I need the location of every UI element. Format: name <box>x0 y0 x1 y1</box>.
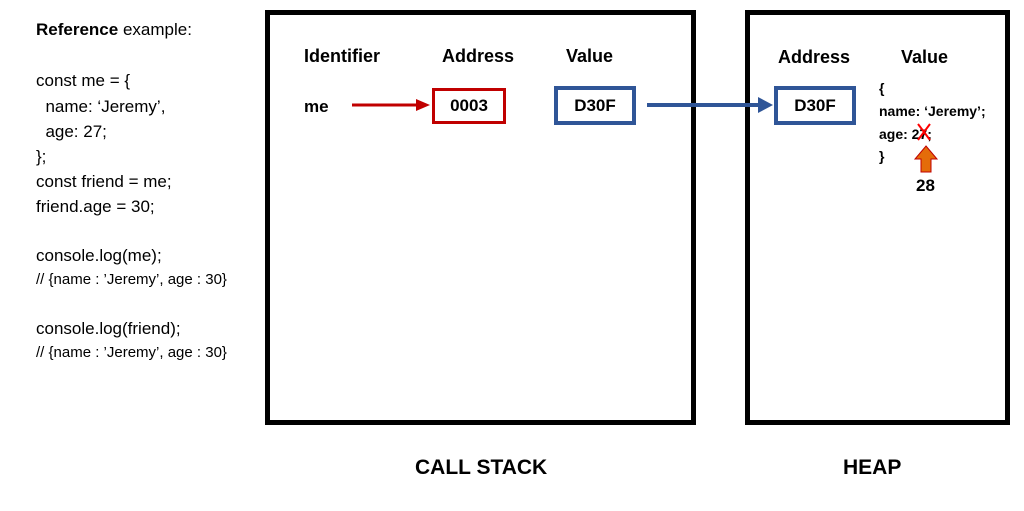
call-stack-panel <box>265 10 696 425</box>
up-arrow-icon <box>913 145 939 173</box>
console-log-friend-comment: // {name : ’Jeremy’, age : 30} <box>36 344 227 361</box>
stack-value-box: D30F <box>554 86 636 125</box>
stack-to-heap-arrow <box>647 97 773 113</box>
code-line: friend.age = 30; <box>36 197 155 216</box>
new-age-value: 28 <box>916 176 935 195</box>
code-line: const me = { <box>36 71 131 90</box>
strike-x-icon <box>917 123 931 141</box>
stack-address-box: 0003 <box>432 88 506 124</box>
reference-heading: Reference example: <box>36 20 192 39</box>
identifier-me: me <box>304 97 329 116</box>
code-line: age: 27; <box>36 122 107 141</box>
heap-value-header: Value <box>901 47 949 67</box>
heap-address-box: D30F <box>774 86 856 125</box>
heap-object-close: } <box>879 148 885 164</box>
heap-panel <box>745 10 1010 425</box>
console-log-me: console.log(me); <box>36 246 162 265</box>
call-stack-label: CALL STACK <box>415 456 548 479</box>
heap-label: HEAP <box>843 456 902 479</box>
heap-object-open: { <box>879 80 885 96</box>
heap-object-name: name: ‘Jeremy’; <box>879 103 986 119</box>
identifier-header: Identifier <box>304 46 381 66</box>
address-header: Address <box>442 46 515 66</box>
value-header: Value <box>566 46 614 66</box>
code-line: name: ‘Jeremy’, <box>36 97 166 116</box>
identifier-to-address-arrow <box>352 99 430 111</box>
code-line: const friend = me; <box>36 172 172 191</box>
heap-address-header: Address <box>778 47 851 67</box>
console-log-friend: console.log(friend); <box>36 319 181 338</box>
code-line: }; <box>36 147 47 166</box>
console-log-me-comment: // {name : ’Jeremy’, age : 30} <box>36 271 227 288</box>
